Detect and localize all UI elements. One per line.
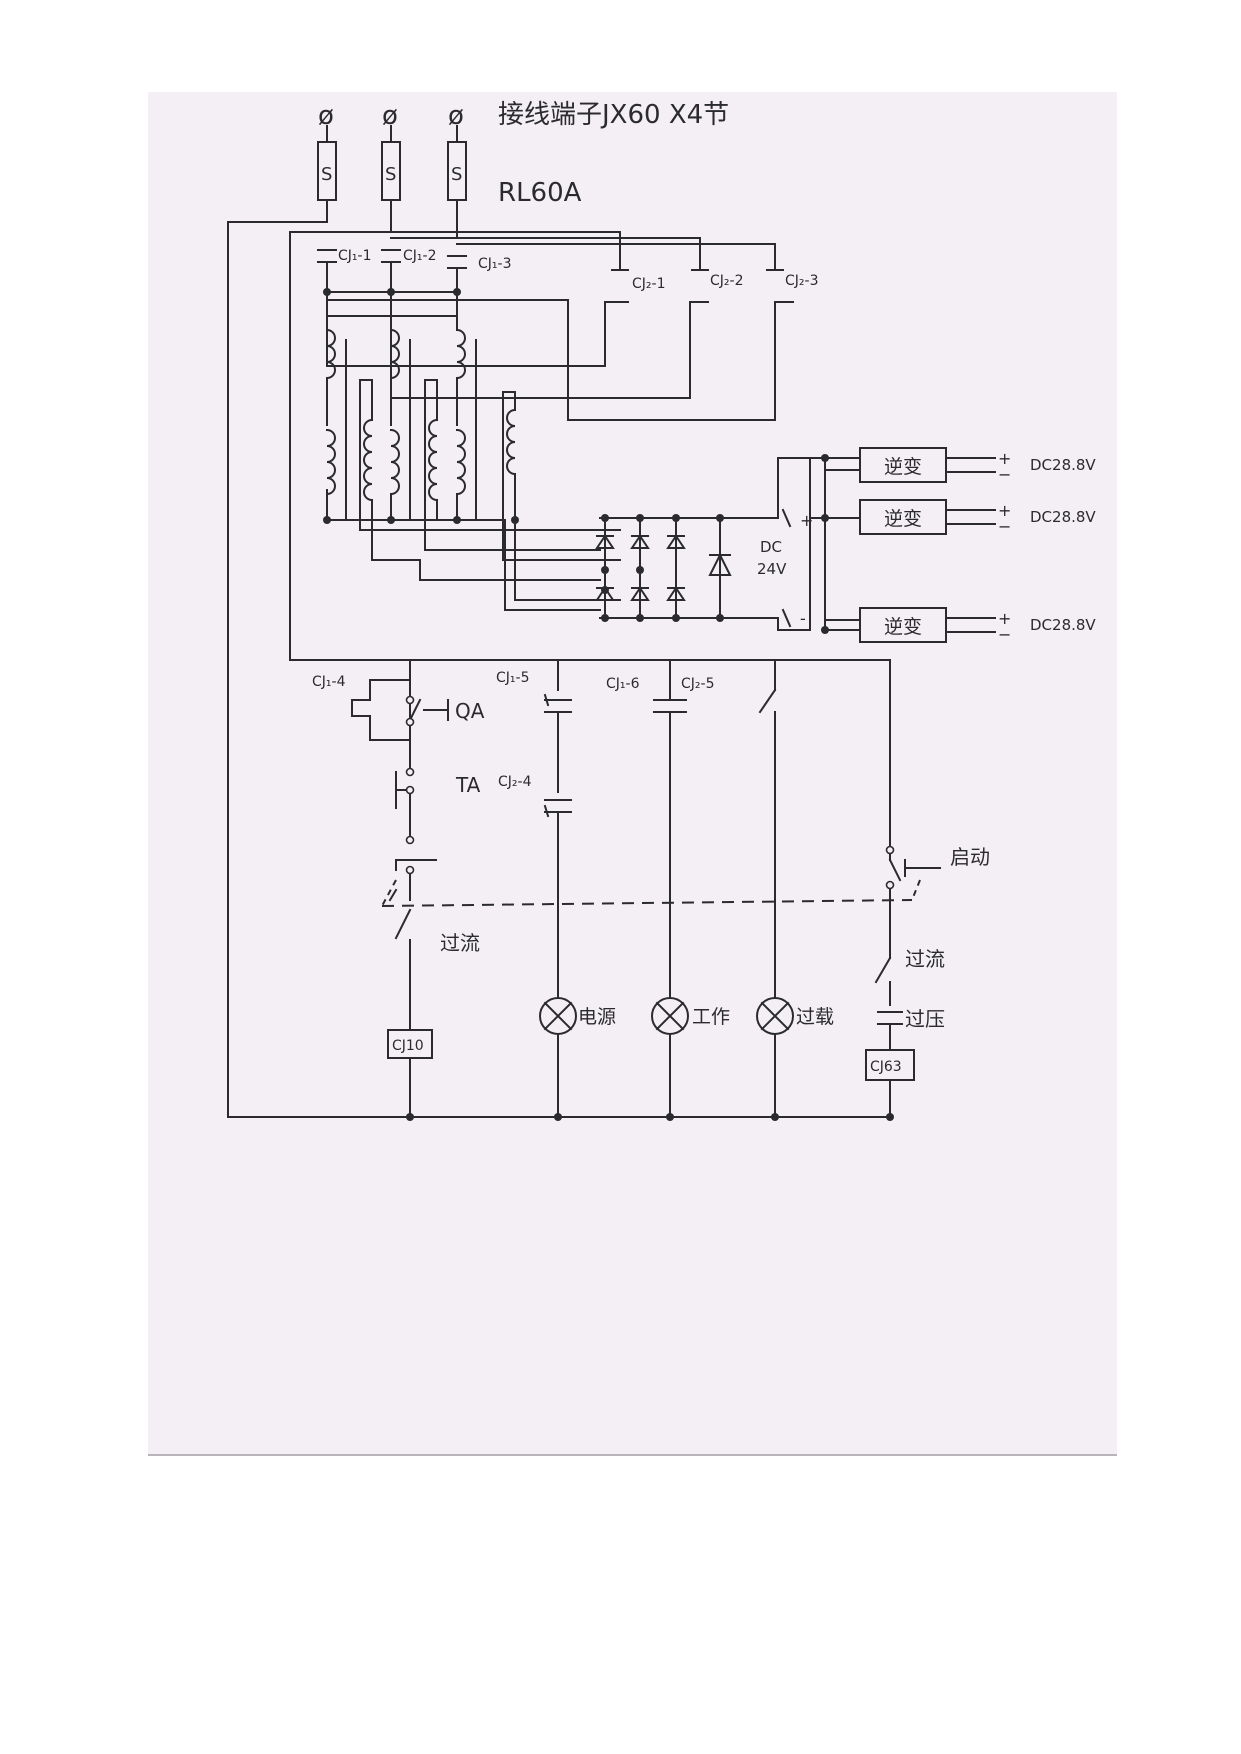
inverter-3-minus: − (998, 625, 1011, 644)
overcurrent-right-label: 过流 (905, 947, 945, 971)
cj1-main-contacts (317, 249, 467, 269)
inverter-3-label: 逆变 (884, 616, 922, 638)
inverter-wiring (777, 447, 996, 643)
inverter-2-minus: − (998, 517, 1011, 536)
phase-terminal-b: ø (382, 101, 398, 131)
lamp-overload-label: 过载 (796, 1006, 834, 1028)
coil-cj10-label: CJ10 (392, 1038, 424, 1054)
scanned-sheet (148, 92, 1117, 1454)
inverter-2-label: 逆变 (884, 508, 922, 530)
inverter-module-3 (859, 607, 947, 643)
inverter-3-plus: + (998, 609, 1011, 628)
coil-cj10 (387, 1029, 433, 1059)
contact-cj1-6: CJ₁-6 (606, 676, 640, 692)
fuse-rating-label: RL60A (498, 178, 582, 208)
lamp-power (539, 997, 577, 1035)
rectifier-plus: + (800, 511, 813, 530)
contact-cj1-2: CJ₁-2 (403, 248, 436, 264)
contact-cj2-3: CJ₂-3 (785, 273, 818, 289)
contact-cj1-4: CJ₁-4 (312, 674, 346, 690)
contact-cj1-1: CJ₁-1 (338, 248, 371, 264)
inverter-module-2 (859, 499, 947, 535)
contact-cj1-5: CJ₁-5 (496, 670, 529, 686)
inverter-3-output: DC28.8V (1030, 616, 1096, 634)
coil-cj63-label: CJ63 (870, 1059, 902, 1075)
svg-text:ø: ø (382, 101, 398, 131)
overvoltage-label: 过压 (905, 1007, 945, 1031)
lamp-working (651, 997, 689, 1035)
button-ta-label: TA (455, 773, 481, 797)
terminal-circles (405, 695, 895, 890)
contact-cj2-5: CJ₂-5 (681, 676, 714, 692)
overcurrent-left-label: 过流 (440, 931, 480, 955)
inverter-2-plus: + (998, 501, 1011, 520)
coil-cj63 (865, 1049, 915, 1081)
contact-cj2-2: CJ₂-2 (710, 273, 743, 289)
contact-cj1-3: CJ₁-3 (478, 256, 511, 272)
linkage-right-stub (911, 879, 921, 901)
svg-text:ø: ø (318, 101, 334, 131)
fuse-b-glyph: S (385, 164, 396, 185)
control-wiring (351, 659, 941, 1118)
rectifier-label-24v: 24V (757, 560, 787, 578)
junction-dots (323, 288, 894, 1121)
transformer-windings (325, 328, 621, 611)
inverter-2-output: DC28.8V (1030, 508, 1096, 526)
phase-terminal-a: ø (318, 101, 334, 131)
contact-cj2-1: CJ₂-1 (632, 276, 665, 292)
button-start-label: 启动 (950, 845, 990, 869)
cj2-main-contacts (604, 269, 794, 303)
sheet-bottom-edge (148, 1454, 1117, 1456)
fuse-a-glyph: S (321, 164, 332, 185)
fuse-c-glyph: S (451, 164, 462, 185)
mechanical-linkage (381, 899, 913, 907)
inverter-module-1 (859, 447, 947, 483)
lamp-overload (756, 997, 794, 1035)
svg-text:ø: ø (448, 101, 464, 131)
inverter-1-plus: + (998, 449, 1011, 468)
bridge-rectifier (595, 457, 861, 631)
contact-cj2-4: CJ₂-4 (498, 774, 532, 790)
rectifier-label-dc: DC (760, 538, 782, 556)
rectifier-minus: - (800, 609, 806, 628)
inverter-1-minus: − (998, 465, 1011, 484)
inverter-1-label: 逆变 (884, 456, 922, 478)
lamp-working-label: 工作 (692, 1006, 730, 1028)
phase-terminal-c: ø (448, 101, 464, 131)
linkage-left-stub (381, 879, 397, 907)
inverter-1-output: DC28.8V (1030, 456, 1096, 474)
indicator-lamps (539, 997, 794, 1035)
button-qa-label: QA (455, 699, 485, 723)
diagram-title: 接线端子JX60 X4节 (498, 100, 729, 130)
lamp-power-label: 电源 (578, 1006, 616, 1028)
